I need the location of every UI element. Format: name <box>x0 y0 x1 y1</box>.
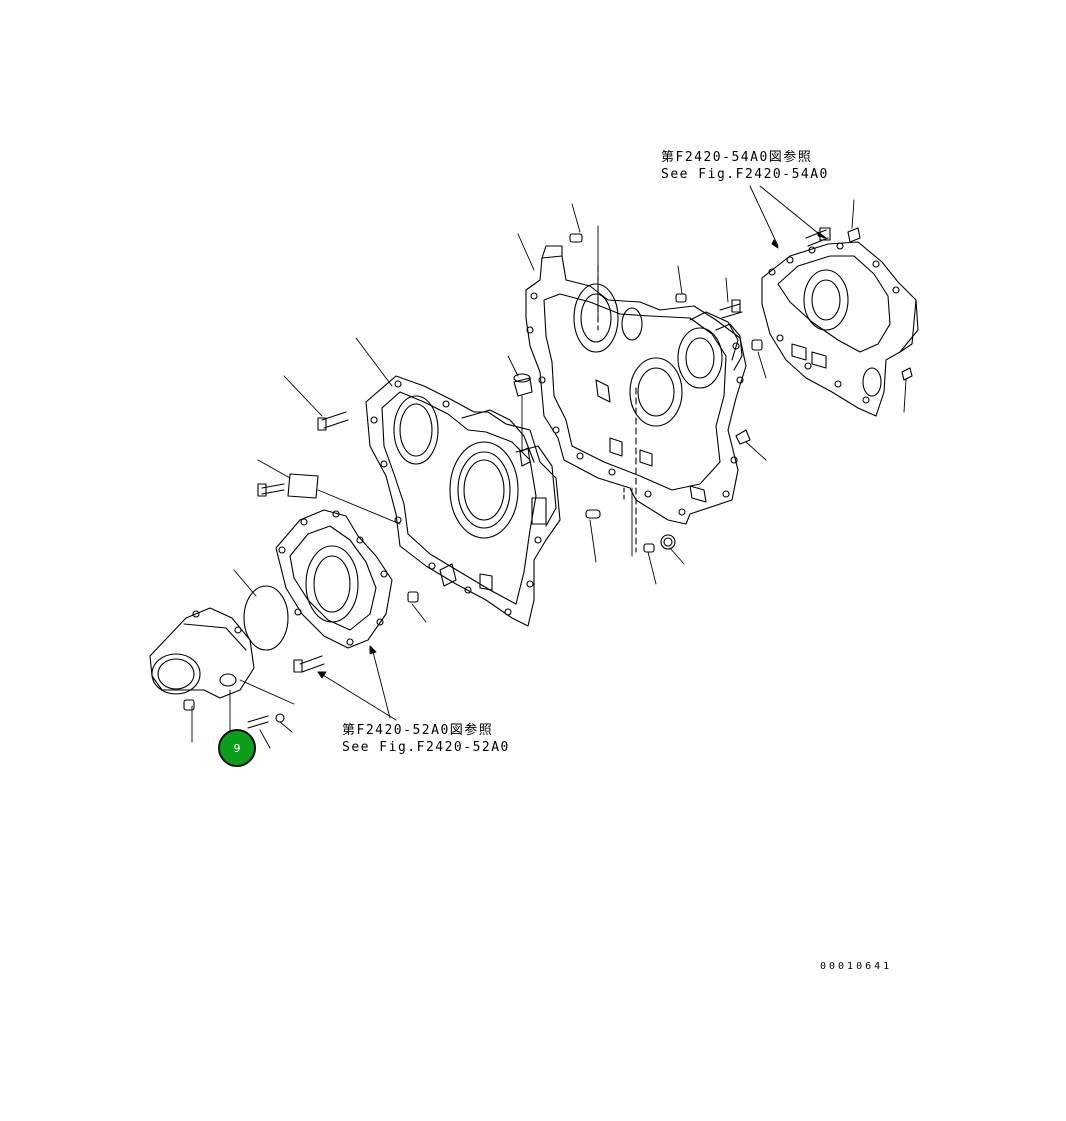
front-cover-part <box>257 373 561 627</box>
reference-note-lower-jp: 第F2420-52A0図参照 <box>342 723 494 738</box>
part-callout-marker[interactable]: 9 <box>218 729 256 767</box>
part-callout-number: 9 <box>233 742 241 755</box>
reference-note-upper-jp: 第F2420-54A0図参照 <box>661 150 813 165</box>
rear-housing-part <box>761 227 919 417</box>
reference-note-lower-en: See Fig.F2420-52A0 <box>342 740 510 755</box>
reference-note-upper: 第F2420-54A0図参照 See Fig.F2420-54A0 <box>661 149 829 183</box>
pto-case-part <box>243 509 393 673</box>
reference-note-lower: 第F2420-52A0図参照 See Fig.F2420-52A0 <box>342 722 510 756</box>
leader-lines <box>191 185 907 749</box>
flange-cover-part <box>149 607 285 729</box>
transmission-case-part <box>525 233 763 553</box>
reference-note-upper-en: See Fig.F2420-54A0 <box>661 167 829 182</box>
drawing-number: 00010641 <box>820 961 893 972</box>
